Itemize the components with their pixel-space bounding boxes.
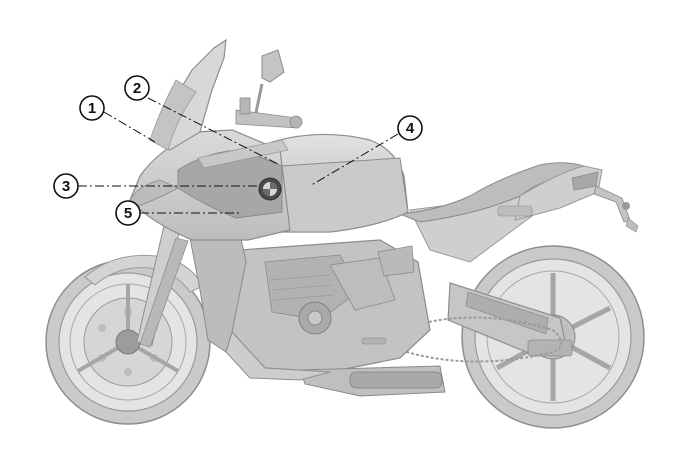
- windshield-frame: [149, 79, 197, 151]
- callout-4: 4: [397, 115, 423, 141]
- callout-2: 2: [124, 75, 150, 101]
- callout-3: 3: [53, 173, 79, 199]
- svg-text:5: 5: [124, 205, 132, 222]
- callout-1: 1: [79, 95, 105, 121]
- callout-leader-2: [147, 97, 279, 165]
- drive-chain: [399, 316, 563, 363]
- svg-text:1: 1: [88, 100, 96, 117]
- front-fork: [136, 199, 189, 348]
- side-panel: [281, 157, 409, 233]
- callout-5: 5: [115, 200, 141, 226]
- engine: [231, 239, 431, 373]
- callout-leader-4: [309, 133, 399, 187]
- svg-text:3: 3: [62, 178, 70, 195]
- svg-text:2: 2: [133, 80, 141, 97]
- swingarm: [447, 282, 573, 357]
- footpeg: [361, 205, 533, 345]
- handlebar: [235, 97, 303, 129]
- license-plate-bracket: [593, 185, 639, 233]
- mirror: [252, 49, 285, 123]
- exhaust: [299, 365, 446, 397]
- fairing-stripe: [197, 139, 289, 169]
- seat: [399, 162, 585, 223]
- svg-text:4: 4: [406, 120, 415, 137]
- callout-leader-1: [103, 111, 156, 143]
- brand-logo: [258, 177, 282, 201]
